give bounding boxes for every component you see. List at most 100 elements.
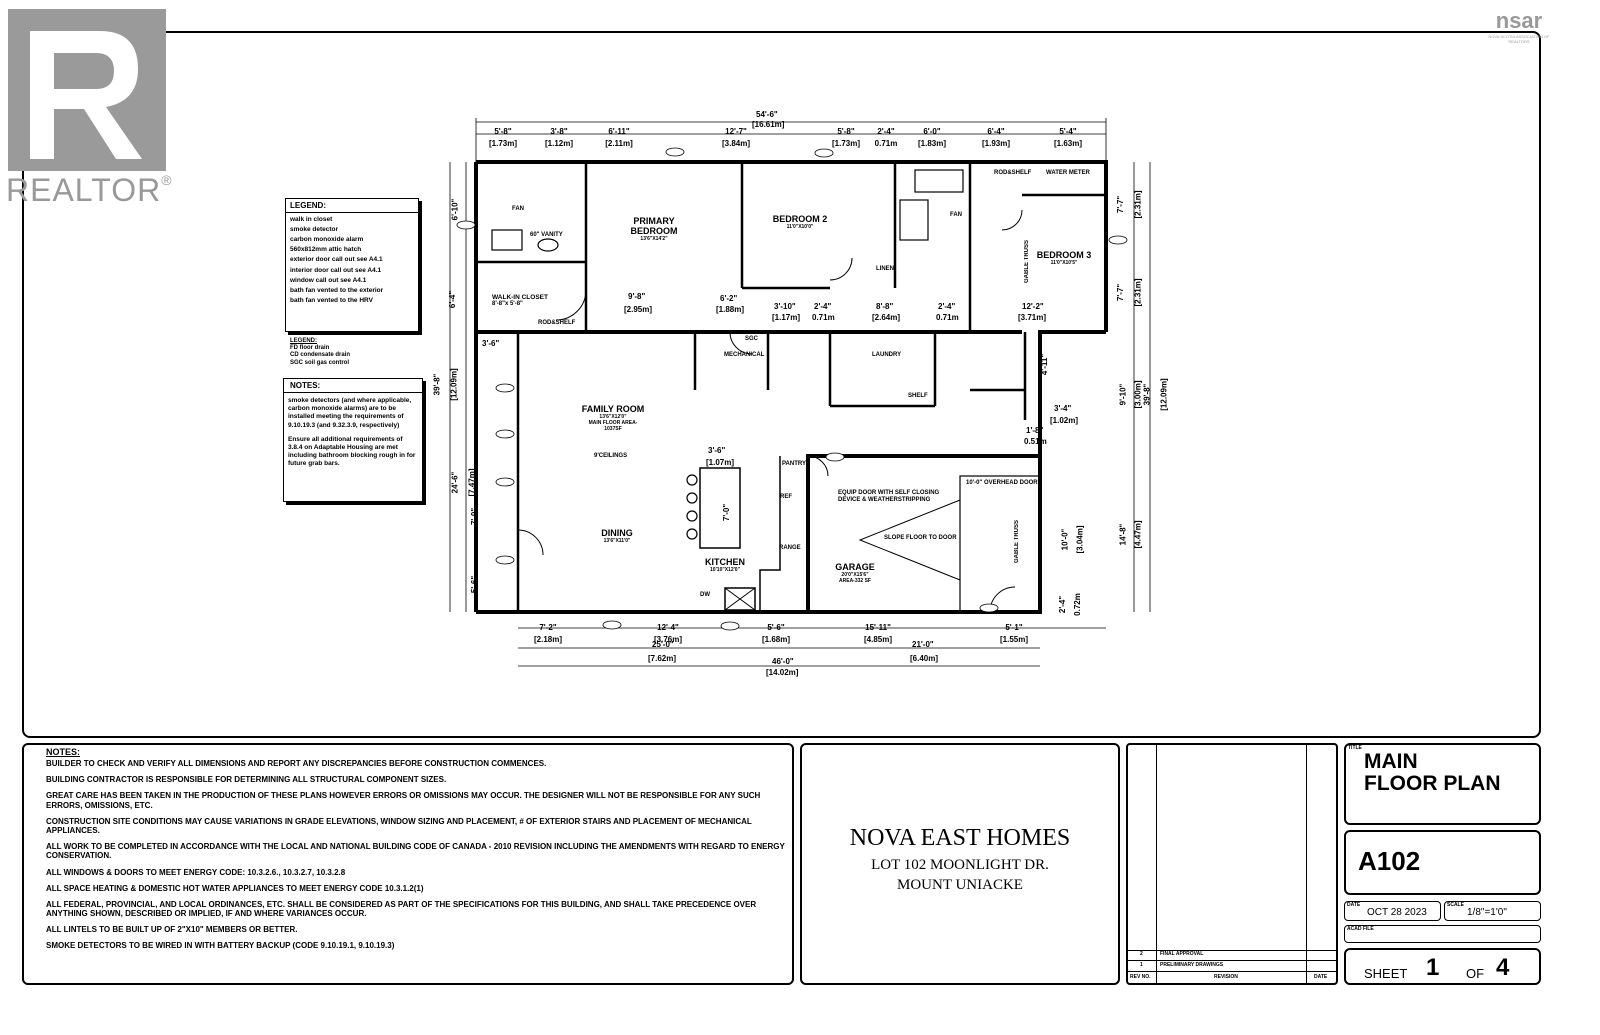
note-item: GREAT CARE HAS BEEN TAKEN IN THE PRODUCT… — [46, 791, 761, 810]
exterior-wall-lower — [476, 454, 1042, 614]
gable-truss-2: GABLE TRUSS — [1024, 240, 1030, 284]
project-lot: LOT 102 MOONLIGHT DR. — [871, 857, 1049, 873]
overhead-door-zone — [959, 475, 1041, 613]
legend-item: exterior door call out see A4.1 — [290, 256, 383, 264]
rev-col-date: DATE — [1314, 974, 1328, 980]
dim-right-e-m: [3.04m] — [1075, 525, 1085, 554]
notes-panel-title: NOTES: — [46, 747, 81, 757]
dim-right-c-m: [3.00m] — [1133, 380, 1143, 409]
dim-inner-i: 3'-6" — [708, 446, 726, 455]
note-item: ALL SPACE HEATING & DOMESTIC HOT WATER A… — [46, 883, 424, 893]
dim-inner-i-m: [1.07m] — [706, 458, 735, 467]
dim-right-d: 14'-8" — [1118, 523, 1128, 546]
project-location: MOUNT UNIACKE — [897, 877, 1023, 893]
dim-right-a: 7'-7" — [1116, 195, 1126, 214]
ceilings-label: 9'CEILINGS — [594, 453, 628, 459]
dim-inner-b: 6'-2" — [720, 294, 738, 303]
of-label: OF — [1466, 966, 1485, 981]
legend-2-item: FD floor drain — [290, 345, 330, 352]
dim-left-a: 6'-10" — [450, 198, 460, 221]
equip-door-note: EQUIP DOOR WITH SELF CLOSING DEVICE & WE… — [838, 490, 940, 504]
dim-top-segment: 5'-4"[1.63m] — [1053, 127, 1082, 148]
fan-label-2: FAN — [950, 212, 962, 218]
dim-top-overall: 54'-6" — [756, 110, 778, 119]
sheet-code: A102 — [1358, 846, 1421, 876]
note-item: BUILDER TO CHECK AND VERIFY ALL DIMENSIO… — [46, 759, 547, 768]
dim-inner-e-m: [2.64m] — [872, 313, 901, 322]
rodshelf-label: ROD&SHELF — [538, 320, 576, 326]
dim-inner-f: 2'-4" — [938, 302, 956, 311]
sheet-number-panel: SHEET 1 OF 4 — [1344, 948, 1541, 985]
revisions-panel: 2 FINAL APPROVAL 1 PRELIMINARY DRAWINGS … — [1126, 743, 1338, 985]
floor-plan — [449, 118, 1151, 667]
pantry-label: PANTRY — [782, 461, 806, 467]
rev-no-1: 1 — [1140, 962, 1143, 968]
range-label: RANGE — [779, 545, 801, 551]
legend-item: 560x812mm attic hatch — [290, 246, 362, 254]
dim-left-overall: 39'-8" — [432, 373, 442, 396]
legend-item: interior door call out see A4.1 — [290, 266, 382, 274]
sheet-label: SHEET — [1364, 966, 1408, 981]
scale-field: SCALE 1/8"=1'0" — [1444, 901, 1541, 921]
dim-left-c: 24'-6" — [450, 471, 460, 494]
legend-item: walk in closet — [290, 216, 333, 224]
dim-top-segment: 3'-8"[1.12m] — [544, 127, 573, 148]
shelf-label: SHELF — [908, 393, 928, 399]
project-panel: NOVA EAST HOMES LOT 102 MOONLIGHT DR. MO… — [800, 743, 1120, 985]
dim-inner-f-m: 0.71m — [936, 313, 959, 322]
dim-top-segment: 5'-8"[1.73m] — [831, 127, 860, 148]
sheet-number: 1 — [1426, 954, 1440, 981]
notes-panel: NOTES: BUILDER TO CHECK AND VERIFY ALL D… — [22, 743, 794, 985]
scale-value: 1/8"=1'0" — [1467, 907, 1507, 918]
dim-bottom-segment: 5'-1"[1.55m] — [999, 623, 1028, 644]
title-line-2: FLOOR PLAN — [1364, 772, 1501, 796]
water-meter-label: WATER METER — [1046, 170, 1090, 176]
dim-bottom-segment: 7'-2"[2.18m] — [533, 623, 562, 644]
note-item: ALL WINDOWS & DOORS TO MEET ENERGY CODE:… — [46, 867, 346, 877]
dim-right-b-m: [2.31m] — [1133, 278, 1143, 307]
note-item: ALL LINTELS TO BE BUILT UP OF 2"X10" MEM… — [46, 925, 298, 935]
dim-right-c: 9'-10" — [1118, 383, 1128, 406]
legend-2-item: CD condensate drain — [290, 352, 351, 359]
cad-field: ACAD FILE — [1344, 925, 1541, 943]
notes-box: NOTES: smoke detectors (and where applic… — [283, 378, 423, 502]
dim-top-segment: 2'-4"0.71m — [874, 127, 898, 148]
dw-label: DW — [700, 592, 710, 598]
realtor-wordmark: REALTOR® — [6, 172, 173, 208]
legend-item: bath fan vented to the exterior — [290, 286, 384, 294]
nsar-logo: nsar NOVA SCOTIA ASSOCIATION OF REALTORS — [1488, 8, 1550, 44]
dim-right-a-m: [2.31m] — [1133, 190, 1143, 219]
rodshelf-label-2: ROD&SHELF — [994, 170, 1032, 176]
legend-item: carbon monoxide alarm — [290, 236, 364, 244]
dim-left-overall-m: [12.09m] — [449, 368, 459, 401]
dim-right-overall: 39'-8" — [1142, 383, 1152, 406]
dim-top-segment: 12'-7"[3.84m] — [721, 127, 750, 148]
notes-box-p1: smoke detectors (and where applicable, c… — [288, 397, 412, 429]
fan-label-1: FAN — [512, 206, 524, 212]
realtor-logo — [8, 9, 166, 171]
dim-bottom-segment: 12'-4"[3.76m] — [653, 623, 682, 644]
dim-left-c-m: [7.47m] — [467, 468, 477, 497]
dim-inner-d: 2'-4" — [814, 302, 832, 311]
sheet-total: 4 — [1496, 954, 1510, 981]
dim-bottom-mid1: 25'-0" — [652, 640, 674, 649]
slope-label: SLOPE FLOOR TO DOOR — [884, 535, 957, 541]
dim-inner-m: 4'-11" — [1040, 353, 1050, 376]
legend-title: LEGEND: — [286, 199, 418, 214]
dim-inner-k-m: [1.02m] — [1050, 416, 1079, 425]
vanity-label: 60" VANITY — [530, 232, 563, 238]
legend-item: bath fan vented to the HRV — [290, 296, 373, 304]
slope-arrow — [858, 499, 961, 581]
dim-right-d-m: [4.47m] — [1133, 520, 1143, 549]
title-label: TITLE — [1348, 745, 1362, 751]
dim-left-b: 6'-4" — [448, 290, 458, 309]
dim-right-f: 2'-4" — [1058, 595, 1068, 614]
note-item: BUILDING CONTRACTOR IS RESPONSIBLE FOR D… — [46, 775, 447, 785]
